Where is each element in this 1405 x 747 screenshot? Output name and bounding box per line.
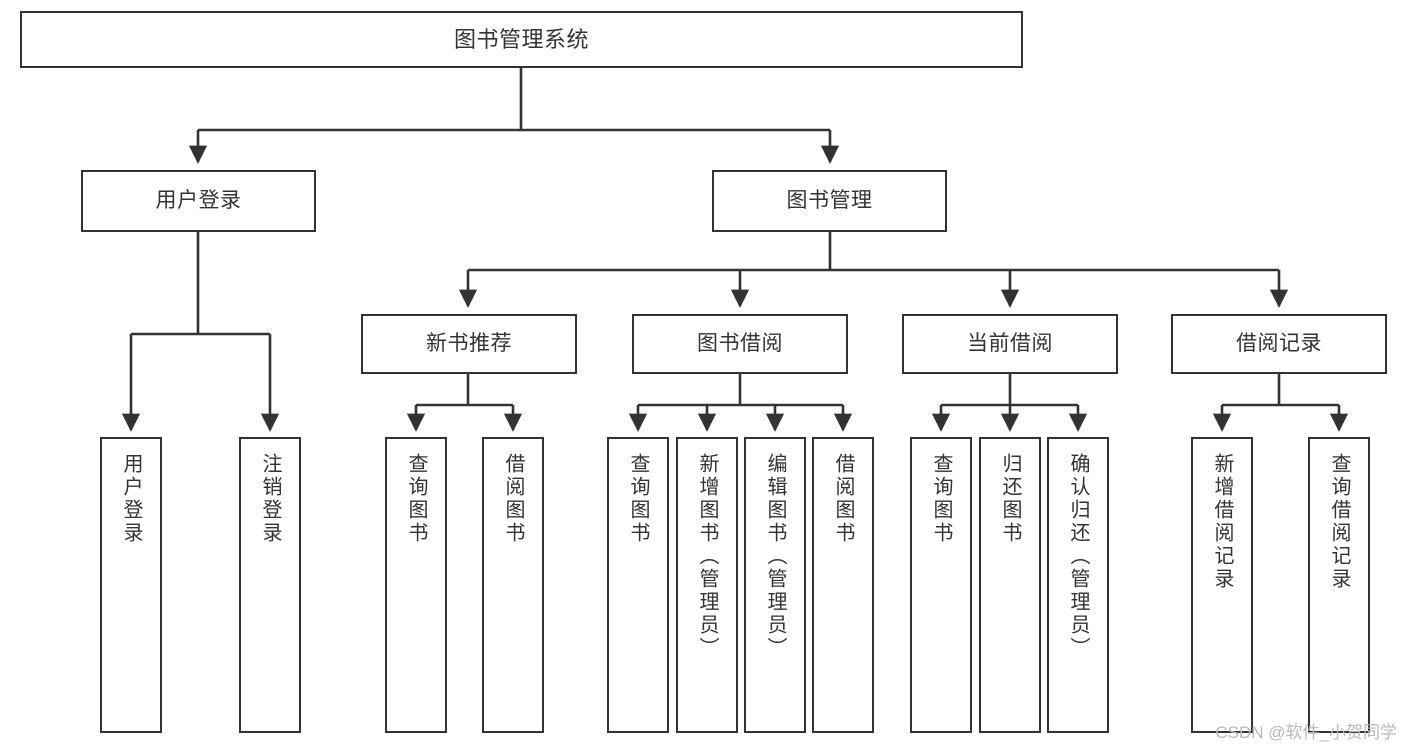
node-label: 借阅记录 [1236, 331, 1322, 355]
node-label: 归还图书 [999, 453, 1021, 545]
watermark: CSDN @软件_小贺同学 [1215, 723, 1397, 742]
node-leaf-query-book-recommend[interactable]: 查询图书 [385, 437, 447, 733]
node-leaf-logout-login[interactable]: 注销登录 [239, 437, 301, 733]
node-label: 新增借阅记录 [1211, 453, 1233, 591]
node-label: 借阅图书 [832, 453, 854, 545]
node-new-book-recommend[interactable]: 新书推荐 [361, 314, 577, 374]
node-label: 图书管理系统 [453, 26, 589, 52]
node-root-book-management-system[interactable]: 图书管理系统 [20, 11, 1023, 68]
node-leaf-return-book[interactable]: 归还图书 [979, 437, 1041, 733]
node-label: 注销登录 [259, 453, 281, 545]
node-label: 新书推荐 [426, 331, 512, 355]
node-leaf-query-book-borrow[interactable]: 查询图书 [607, 437, 669, 733]
node-leaf-query-borrow-record[interactable]: 查询借阅记录 [1308, 437, 1370, 733]
node-label: 查询图书 [405, 453, 427, 545]
node-label: 用户登录 [120, 453, 142, 545]
node-leaf-query-book-current[interactable]: 查询图书 [910, 437, 972, 733]
node-leaf-edit-book-admin[interactable]: 编辑图书（管理员） [744, 437, 806, 733]
node-label: 用户登录 [155, 188, 242, 212]
node-book-management[interactable]: 图书管理 [712, 170, 947, 232]
node-label: 借阅图书 [502, 453, 524, 545]
node-label: 查询图书 [930, 453, 952, 545]
node-label: 查询借阅记录 [1328, 453, 1350, 591]
node-leaf-add-borrow-record[interactable]: 新增借阅记录 [1191, 437, 1253, 733]
node-leaf-user-login[interactable]: 用户登录 [100, 437, 162, 733]
node-label: 编辑图书（管理员） [764, 453, 786, 660]
node-label: 确认归还（管理员） [1067, 453, 1089, 660]
node-label: 新增图书（管理员） [696, 453, 718, 660]
node-user-login[interactable]: 用户登录 [81, 170, 316, 232]
node-leaf-add-book-admin[interactable]: 新增图书（管理员） [676, 437, 738, 733]
node-label: 图书管理 [786, 188, 873, 212]
node-label: 查询图书 [627, 453, 649, 545]
node-label: 当前借阅 [967, 331, 1053, 355]
node-borrow-record[interactable]: 借阅记录 [1171, 314, 1387, 374]
node-leaf-borrow-book[interactable]: 借阅图书 [812, 437, 874, 733]
node-leaf-confirm-return-admin[interactable]: 确认归还（管理员） [1047, 437, 1109, 733]
node-book-borrow[interactable]: 图书借阅 [632, 314, 848, 374]
node-label: 图书借阅 [697, 331, 783, 355]
node-current-borrow[interactable]: 当前借阅 [902, 314, 1118, 374]
node-leaf-borrow-book-recommend[interactable]: 借阅图书 [482, 437, 544, 733]
